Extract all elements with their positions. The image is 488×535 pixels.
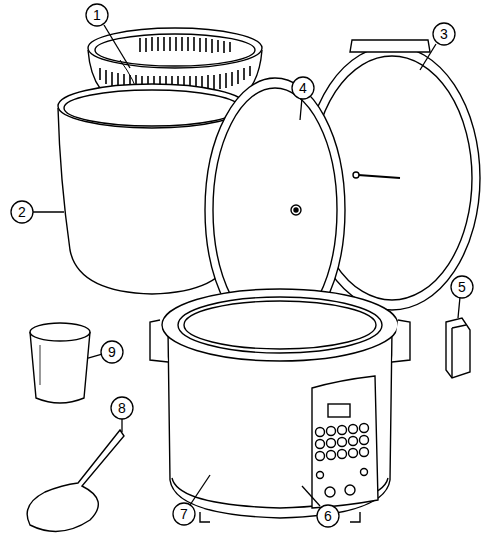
callout-number: 8 [111,397,133,419]
callout-number: 2 [11,201,33,223]
callout-number: 6 [317,505,339,527]
measuring-cup [30,323,90,403]
callout-circles [11,4,473,527]
callout-number: 9 [101,341,123,363]
callout-number: 7 [173,503,195,525]
callout-number: 5 [451,276,473,298]
cooker-housing [150,289,410,522]
rice-paddle [27,430,124,531]
callout-number: 4 [292,77,314,99]
callout-number: 1 [86,4,108,26]
condensation-collector [446,318,470,378]
callout-number: 3 [433,23,455,45]
control-panel [312,376,378,508]
